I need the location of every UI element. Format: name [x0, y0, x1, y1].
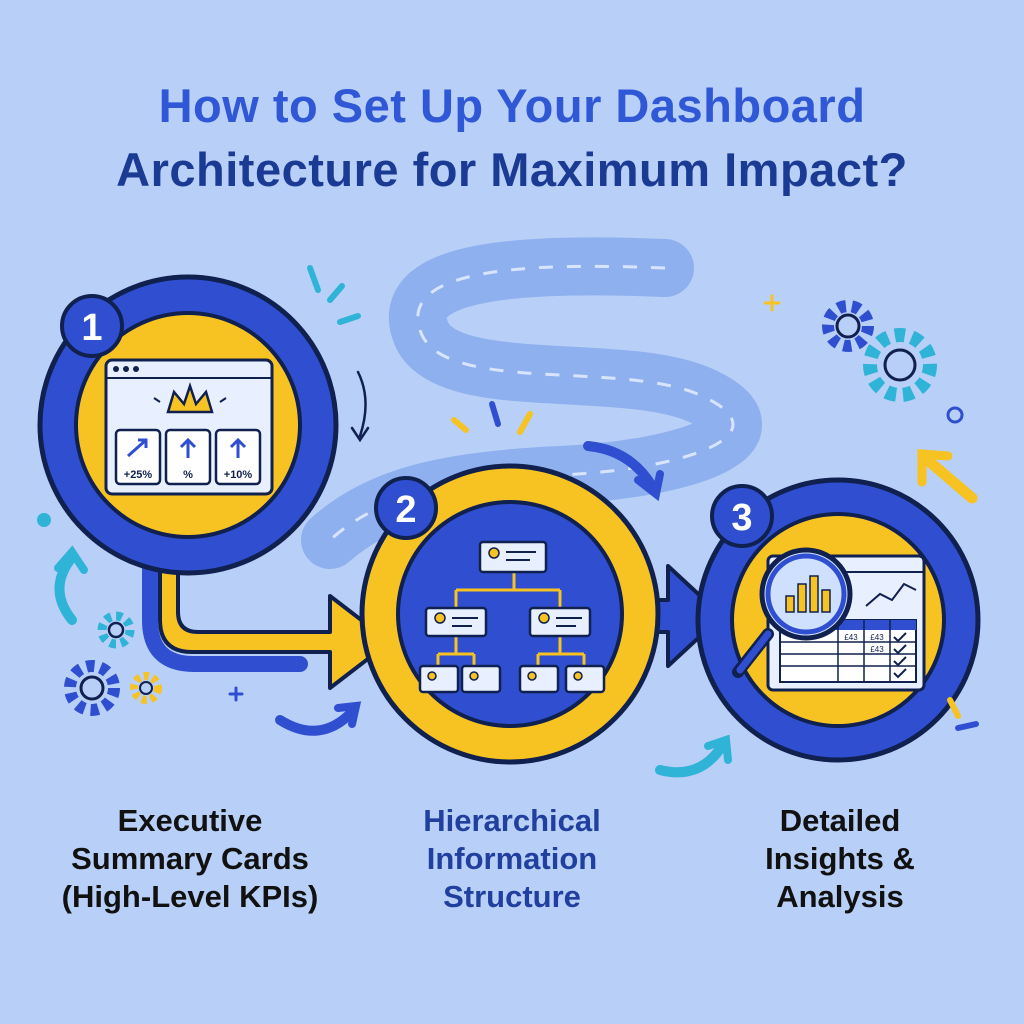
- kpi-card-1: [114, 428, 162, 486]
- step-3-number: 3: [731, 497, 752, 539]
- step-3-badge: 3: [710, 484, 774, 548]
- table-cell-2: £43: [870, 633, 884, 642]
- table-cell-1: £43: [844, 633, 858, 642]
- gear-icon: [97, 611, 135, 649]
- dashboard-kpi-cards-icon: +25% % +10%: [104, 358, 274, 496]
- kpi-value-1: +25%: [124, 469, 153, 481]
- table-cell-3: £43: [870, 645, 884, 654]
- step-1-caption-line: Executive: [117, 803, 263, 838]
- step-3-caption-line: Analysis: [776, 879, 904, 914]
- gear-icon: [130, 672, 162, 704]
- step-2-caption-line: Information: [426, 841, 598, 876]
- step-1-number: 1: [81, 307, 102, 349]
- connector-arrow-1-2: [142, 552, 392, 690]
- step-2-caption-line: Structure: [443, 879, 581, 914]
- gear-icon: [863, 328, 937, 402]
- kpi-value-3: +10%: [224, 469, 253, 481]
- sparkle-marks: [37, 265, 979, 731]
- gear-icon: [822, 300, 874, 352]
- step-2-number: 2: [395, 489, 416, 531]
- page-title-line-2: Architecture for Maximum Impact?: [116, 143, 908, 196]
- step-1-caption-line: (High-Level KPIs): [61, 879, 319, 914]
- kpi-card-2: [164, 428, 212, 486]
- step-2-caption-line: Hierarchical: [423, 803, 601, 838]
- decorative-arrows: [54, 370, 978, 778]
- gear-icon: [64, 660, 120, 716]
- org-chart-icon: [418, 540, 606, 694]
- step-3-caption-line: Insights &: [765, 841, 915, 876]
- step-2-badge: 2: [374, 476, 438, 540]
- step-1-badge: 1: [60, 294, 124, 358]
- kpi-value-2: %: [183, 469, 193, 481]
- step-1-caption: Executive Summary Cards (High-Level KPIs…: [40, 802, 340, 916]
- kpi-card-3: [214, 428, 262, 486]
- step-2-caption: Hierarchical Information Structure: [362, 802, 662, 916]
- step-1-caption-line: Summary Cards: [71, 841, 309, 876]
- page-title-line-1: How to Set Up Your Dashboard: [158, 79, 866, 132]
- magnifier-analytics-icon: £43 £43 £43: [732, 547, 926, 692]
- crown-icon: [166, 382, 214, 414]
- step-3-caption: Detailed Insights & Analysis: [690, 802, 990, 916]
- step-3-caption-line: Detailed: [779, 803, 901, 838]
